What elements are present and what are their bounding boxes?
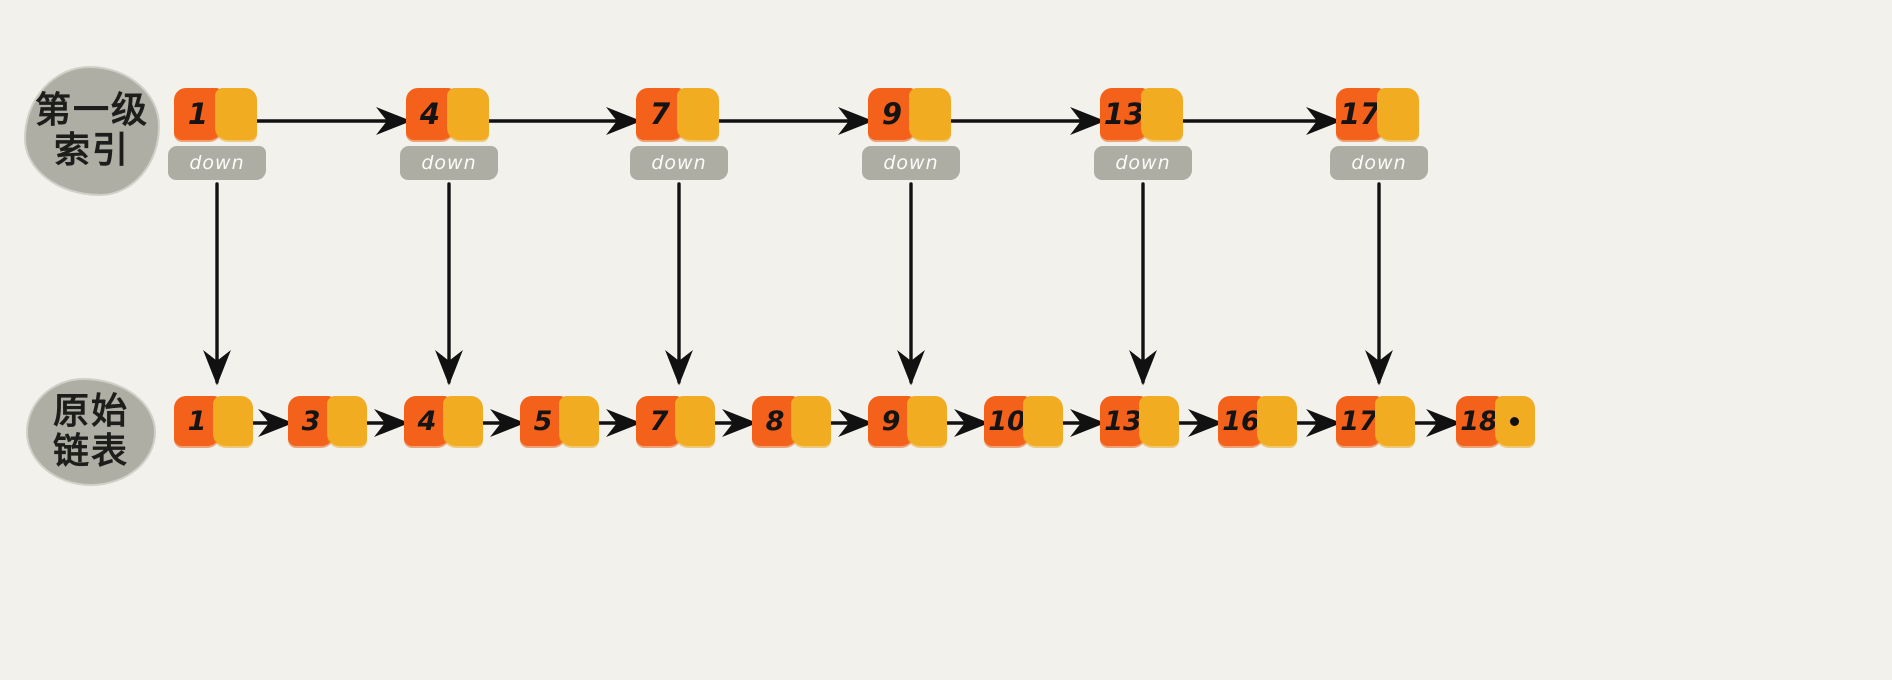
label-original-list-line2: 链表: [52, 431, 129, 472]
node-pointer-cell: [443, 396, 483, 446]
down-badge-4[interactable]: down: [400, 146, 498, 180]
node-original-9[interactable]: 9: [868, 396, 947, 446]
node-pointer-cell: [909, 88, 951, 140]
node-value-cell: 10: [984, 396, 1030, 446]
node-pointer-cell: [447, 88, 489, 140]
down-badge-7[interactable]: down: [630, 146, 728, 180]
label-index-level-line1: 第一级: [34, 89, 149, 131]
node-pointer-cell: [1377, 88, 1419, 140]
node-pointer-cell: [677, 88, 719, 140]
node-index-7[interactable]: 7: [636, 88, 719, 140]
node-pointer-cell: [675, 396, 715, 446]
node-value-cell: 13: [1100, 88, 1148, 140]
down-badge-9[interactable]: down: [862, 146, 960, 180]
node-original-17[interactable]: 17: [1336, 396, 1415, 446]
node-index-9[interactable]: 9: [868, 88, 951, 140]
down-badge-13[interactable]: down: [1094, 146, 1192, 180]
node-value-cell: 3: [288, 396, 334, 446]
label-index-level: 第一级 索引: [26, 68, 158, 194]
node-pointer-cell: [559, 396, 599, 446]
label-index-level-line2: 索引: [53, 130, 130, 171]
node-original-13[interactable]: 13: [1100, 396, 1179, 446]
node-value-cell: 9: [868, 88, 916, 140]
node-value-cell: 8: [752, 396, 798, 446]
node-pointer-cell: [1495, 396, 1535, 446]
node-value-cell: 5: [520, 396, 566, 446]
node-original-5[interactable]: 5: [520, 396, 599, 446]
node-value-cell: 4: [406, 88, 454, 140]
down-badge-17[interactable]: down: [1330, 146, 1428, 180]
node-value-cell: 9: [868, 396, 914, 446]
node-value-cell: 16: [1218, 396, 1264, 446]
node-pointer-cell: [907, 396, 947, 446]
down-badge-1[interactable]: down: [168, 146, 266, 180]
node-value-cell: 17: [1336, 88, 1384, 140]
node-index-13[interactable]: 13: [1100, 88, 1183, 140]
node-value-cell: 1: [174, 396, 220, 446]
node-pointer-cell: [1141, 88, 1183, 140]
node-original-1[interactable]: 1: [174, 396, 253, 446]
node-index-17[interactable]: 17: [1336, 88, 1419, 140]
node-original-7[interactable]: 7: [636, 396, 715, 446]
node-pointer-cell: [791, 396, 831, 446]
node-pointer-cell: [215, 88, 257, 140]
node-original-16[interactable]: 16: [1218, 396, 1297, 446]
node-original-18[interactable]: 18: [1456, 396, 1535, 446]
node-value-cell: 7: [636, 396, 682, 446]
node-value-cell: 7: [636, 88, 684, 140]
node-pointer-cell: [1257, 396, 1297, 446]
null-terminator-dot: [1510, 417, 1519, 426]
node-value-cell: 17: [1336, 396, 1382, 446]
node-value-cell: 18: [1456, 396, 1502, 446]
node-pointer-cell: [1375, 396, 1415, 446]
node-value-cell: 13: [1100, 396, 1146, 446]
label-original-list-line1: 原始: [52, 390, 129, 432]
node-original-8[interactable]: 8: [752, 396, 831, 446]
node-original-3[interactable]: 3: [288, 396, 367, 446]
node-index-4[interactable]: 4: [406, 88, 489, 140]
node-index-1[interactable]: 1: [174, 88, 257, 140]
node-pointer-cell: [213, 396, 253, 446]
node-pointer-cell: [327, 396, 367, 446]
label-original-list: 原始 链表: [28, 380, 154, 484]
node-original-4[interactable]: 4: [404, 396, 483, 446]
node-pointer-cell: [1023, 396, 1063, 446]
node-value-cell: 4: [404, 396, 450, 446]
node-original-10[interactable]: 10: [984, 396, 1063, 446]
node-pointer-cell: [1139, 396, 1179, 446]
node-value-cell: 1: [174, 88, 222, 140]
